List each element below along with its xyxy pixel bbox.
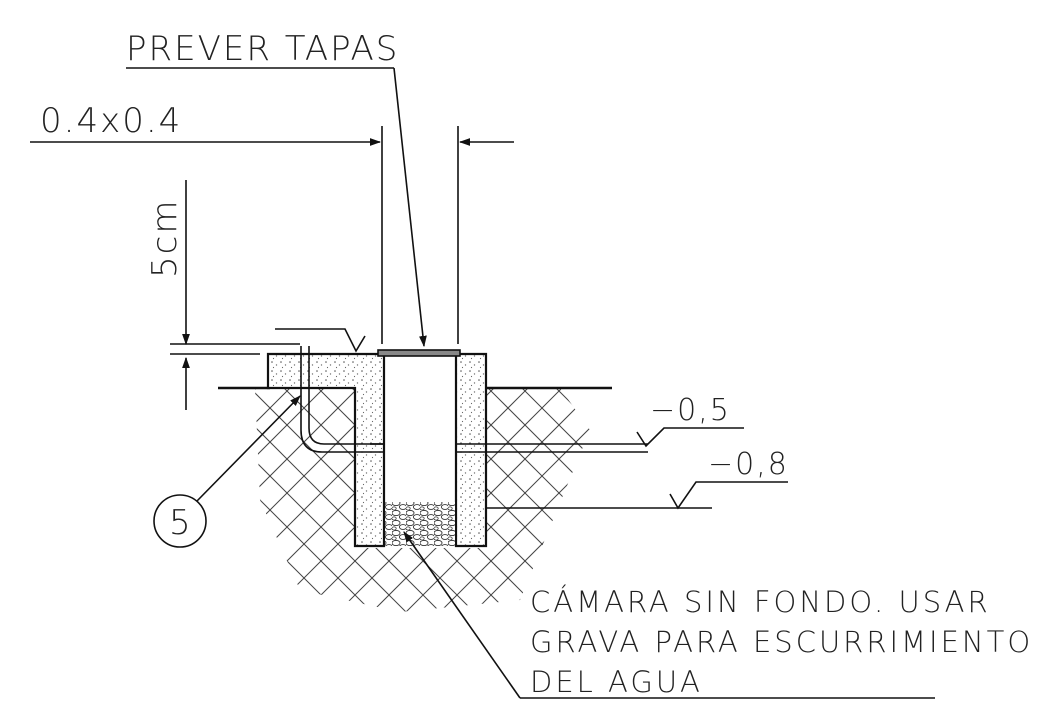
hatch-line — [377, 388, 590, 612]
hatch-line — [255, 388, 265, 612]
concrete-wall-right — [454, 352, 488, 548]
lid-thickness-text: 5cm — [145, 199, 185, 278]
hatch-line — [0, 380, 196, 640]
opening-dimension: 0.4x0.4 — [30, 101, 514, 344]
callout-number: 5 — [169, 503, 193, 543]
chamber-note-callout: CÁMARA SIN FONDO. USAR GRAVA PARA ESCURR… — [403, 531, 1033, 699]
hatch-line — [513, 388, 590, 612]
concrete-slab-left — [266, 352, 386, 548]
chamber-lid — [377, 349, 461, 357]
lid-note-callout: PREVER TAPAS — [126, 29, 427, 348]
chamber-note-line-3: DEL AGUA — [530, 665, 703, 699]
chamber-note-line-2: GRAVA PARA ESCURRIMIENTO — [530, 625, 1033, 659]
hatch-line — [0, 380, 128, 640]
pipe-bend-inner — [308, 346, 384, 445]
level-label-upper: −0,5 — [650, 393, 731, 428]
hatch-line — [0, 380, 60, 640]
hatch-line — [0, 380, 162, 640]
pipe-callout: 5 — [153, 395, 301, 548]
callout-circle — [153, 494, 207, 548]
hatch-line — [0, 380, 162, 640]
hatch-line — [0, 380, 94, 640]
opening-size-text: 0.4x0.4 — [40, 101, 182, 141]
level-marker-lower: −0,8 — [669, 447, 789, 510]
hatch-line — [0, 380, 60, 640]
hatch-line — [0, 380, 230, 640]
lid-note-text: PREVER TAPAS — [126, 29, 399, 69]
hatch-line — [255, 388, 367, 612]
hatch-line — [0, 380, 128, 640]
hatch-line — [0, 380, 196, 640]
hatch-line — [411, 388, 590, 612]
level-label-lower: −0,8 — [708, 447, 789, 482]
hatch-line — [255, 388, 299, 612]
hatch-line — [479, 388, 590, 612]
level-marker-upper: −0,5 — [636, 393, 744, 448]
hatch-line — [0, 380, 94, 640]
hatch-line — [255, 388, 333, 612]
gravel-bed — [385, 502, 455, 546]
hatch-line — [0, 380, 230, 640]
top-level-marker — [275, 328, 366, 353]
chamber-note-line-1: CÁMARA SIN FONDO. USAR — [530, 585, 991, 619]
hatch-line — [255, 388, 265, 612]
pipe-bend — [300, 346, 384, 453]
lid-thickness-dimension: 5cm — [145, 180, 300, 410]
